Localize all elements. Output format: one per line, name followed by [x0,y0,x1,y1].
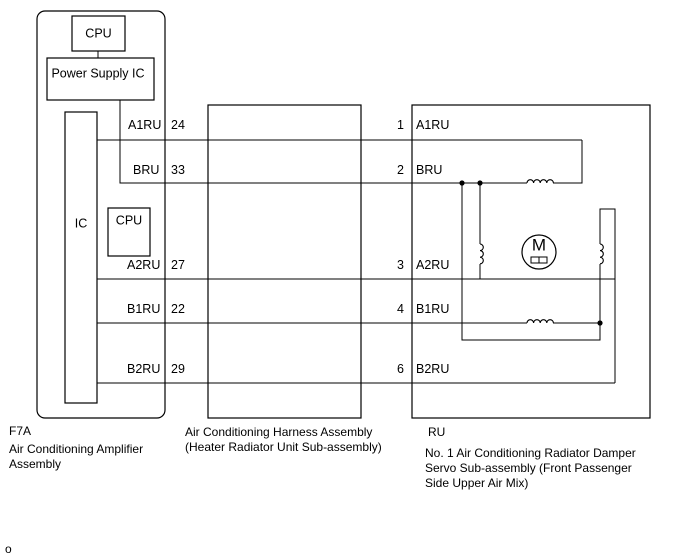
amp-signal-label: A1RU [128,118,161,132]
amp-pin-number: 27 [171,258,185,272]
coil-right [599,243,604,265]
footer-mark: o [5,542,12,556]
amplifier-connector-code: F7A [9,424,31,438]
coil-bottom [526,319,554,324]
servo-signal-label: BRU [416,163,442,177]
servo-subassembly-box [411,104,651,419]
motor-icon [521,234,557,270]
junction-dot [477,180,483,186]
servo-signal-label: B2RU [416,362,449,376]
servo-connector-code: RU [428,425,445,439]
ic-block [64,111,98,404]
coil-left [479,243,484,265]
servo-pin-number: 1 [397,118,404,132]
wire-a1ru-return [553,140,583,184]
amp-pin-number: 22 [171,302,185,316]
wire-bru-branch-left [461,183,601,341]
amp-pin-number: 29 [171,362,185,376]
amp-signal-label: B1RU [127,302,160,316]
amp-signal-label: A2RU [127,258,160,272]
amp-signal-label: BRU [133,163,159,177]
servo-pin-number: 3 [397,258,404,272]
servo-name-line3: Side Upper Air Mix) [425,476,528,490]
junction-dot [597,320,603,326]
amp-pin-number: 24 [171,118,185,132]
junction-dot [459,180,465,186]
inner-cpu-label: CPU [116,213,142,227]
servo-signal-label: A1RU [416,118,449,132]
amplifier-assembly-box [36,10,166,419]
amplifier-name-line2: Assembly [9,457,61,471]
servo-name-line2: Servo Sub-assembly (Front Passenger [425,461,632,475]
amp-signal-label: B2RU [127,362,160,376]
power-supply-ic-block [46,57,155,101]
harness-name-line1: Air Conditioning Harness Assembly [185,425,372,439]
amplifier-name-line1: Air Conditioning Amplifier [9,442,143,456]
servo-name-line1: No. 1 Air Conditioning Radiator Damper [425,446,636,460]
motor-symbol: M [532,235,546,254]
harness-assembly-box [207,104,362,419]
amp-pin-number: 33 [171,163,185,177]
power-supply-ic-label: Power Supply IC [51,66,144,80]
servo-pin-number: 6 [397,362,404,376]
servo-pin-number: 2 [397,163,404,177]
cpu-label: CPU [85,26,111,40]
harness-name-line2: (Heater Radiator Unit Sub-assembly) [185,440,382,454]
servo-pin-number: 4 [397,302,404,316]
inner-cpu-block [107,207,151,257]
wire-bru-left [119,100,462,184]
wire-coil-right-upper [599,208,616,383]
servo-signal-label: B1RU [416,302,449,316]
ic-label: IC [75,216,88,230]
servo-signal-label: A2RU [416,258,449,272]
coil-top [526,179,554,184]
